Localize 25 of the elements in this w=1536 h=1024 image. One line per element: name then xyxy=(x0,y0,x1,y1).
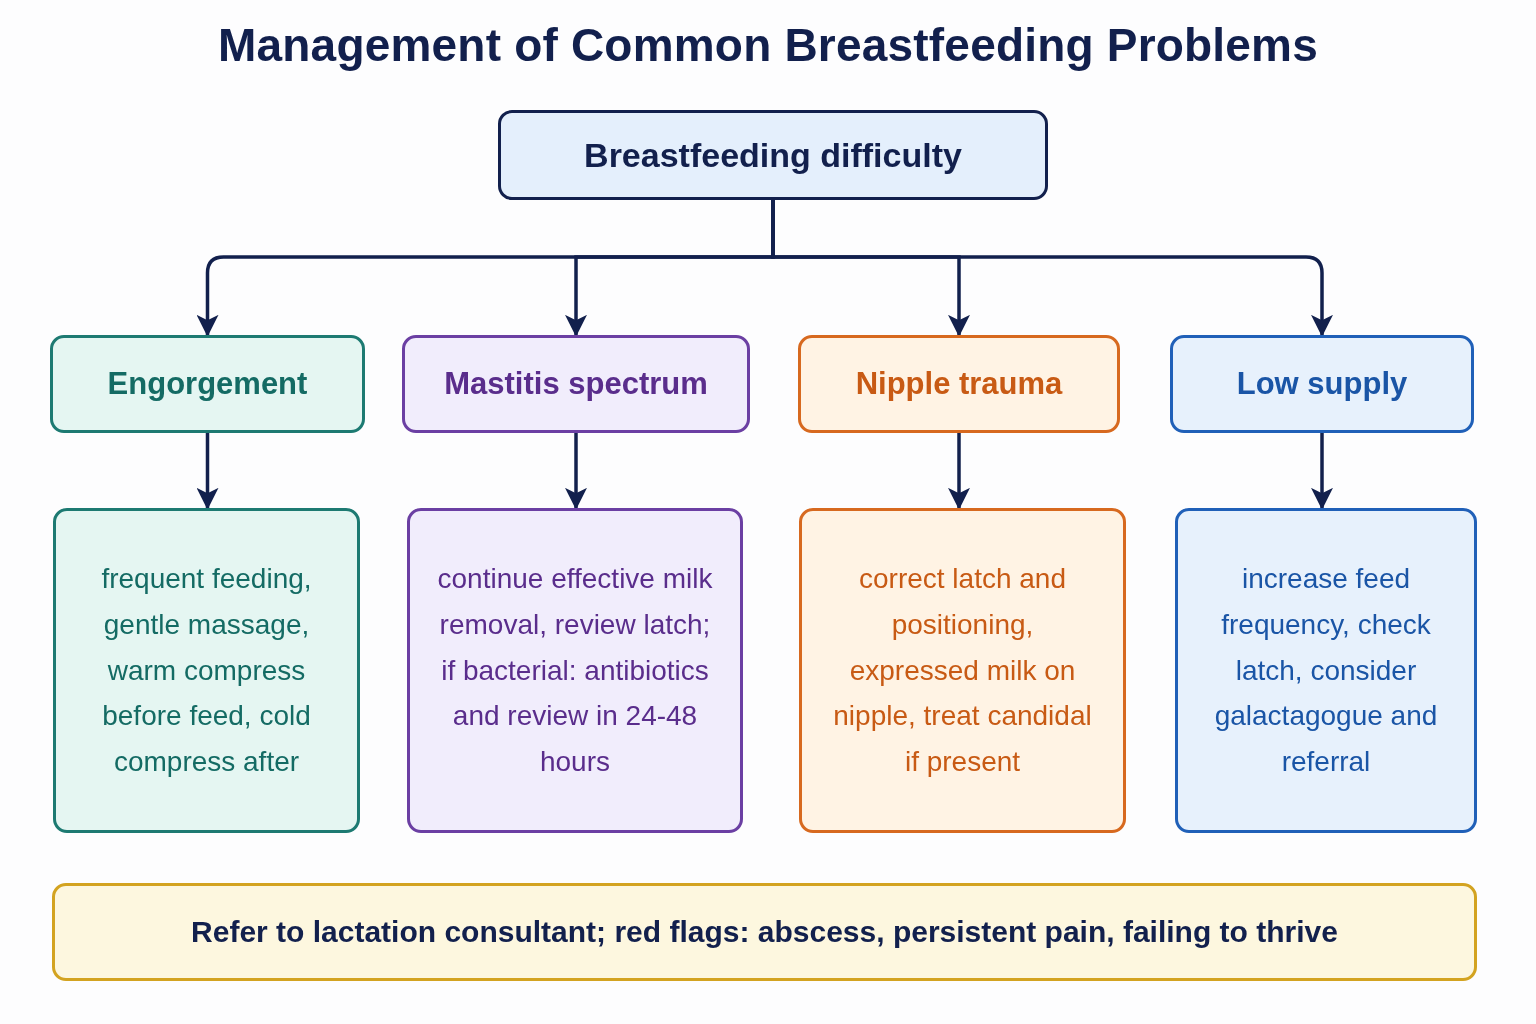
node-title: Engorgement xyxy=(107,365,308,403)
node-title: Breastfeeding difficulty xyxy=(584,134,962,176)
node-text: increase feed frequency, check latch, consider galactagogue and referral xyxy=(1213,561,1439,780)
management-box xyxy=(407,508,743,833)
root-box xyxy=(498,110,1048,200)
arrow xyxy=(565,433,587,510)
title: Management of Common Breastfeeding Problems xyxy=(218,19,1318,71)
category-box xyxy=(50,335,365,433)
node-text: correct latch and positioning, expressed milk on nipple, treat candidal if present xyxy=(832,561,1093,780)
node-title: Low supply xyxy=(1236,365,1408,403)
node-text: frequent feeding, gentle massage, warm compress before feed, cold compress after xyxy=(100,561,313,780)
management-box xyxy=(1175,508,1477,833)
management-box xyxy=(53,508,360,833)
note-box xyxy=(52,883,1477,981)
arrow xyxy=(948,433,970,510)
arrow xyxy=(196,433,219,510)
arrow xyxy=(1311,433,1333,510)
note-text: Refer to lactation consultant; red flags: abscess, persistent pain, failing to thrive xyxy=(191,914,1338,950)
category-box xyxy=(402,335,750,433)
category-box xyxy=(798,335,1120,433)
management-box xyxy=(799,508,1126,833)
category-box xyxy=(1170,335,1474,433)
node-title: Nipple trauma xyxy=(855,365,1063,403)
node-text: continue effective milk removal, review latch; if bacterial: antibiotics and review in 24-48 hours xyxy=(436,561,714,780)
node-title: Mastitis spectrum xyxy=(444,365,708,403)
